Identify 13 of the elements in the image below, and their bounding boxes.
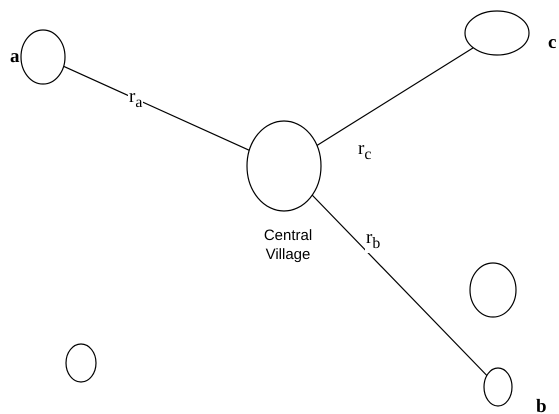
- node-caption: Central Village: [262, 227, 314, 264]
- node-caption: b: [536, 396, 547, 414]
- connector-line: [316, 47, 474, 146]
- circle-node: [65, 343, 97, 383]
- circle-node: [246, 120, 322, 212]
- circle-node: [20, 29, 66, 85]
- node-caption: c: [548, 32, 556, 54]
- connector-line: [63, 66, 250, 151]
- connector-line: [312, 194, 488, 376]
- node-caption: a: [10, 46, 20, 68]
- circle-node: [464, 10, 530, 56]
- circle-node: [469, 262, 517, 318]
- circle-node: [483, 367, 513, 407]
